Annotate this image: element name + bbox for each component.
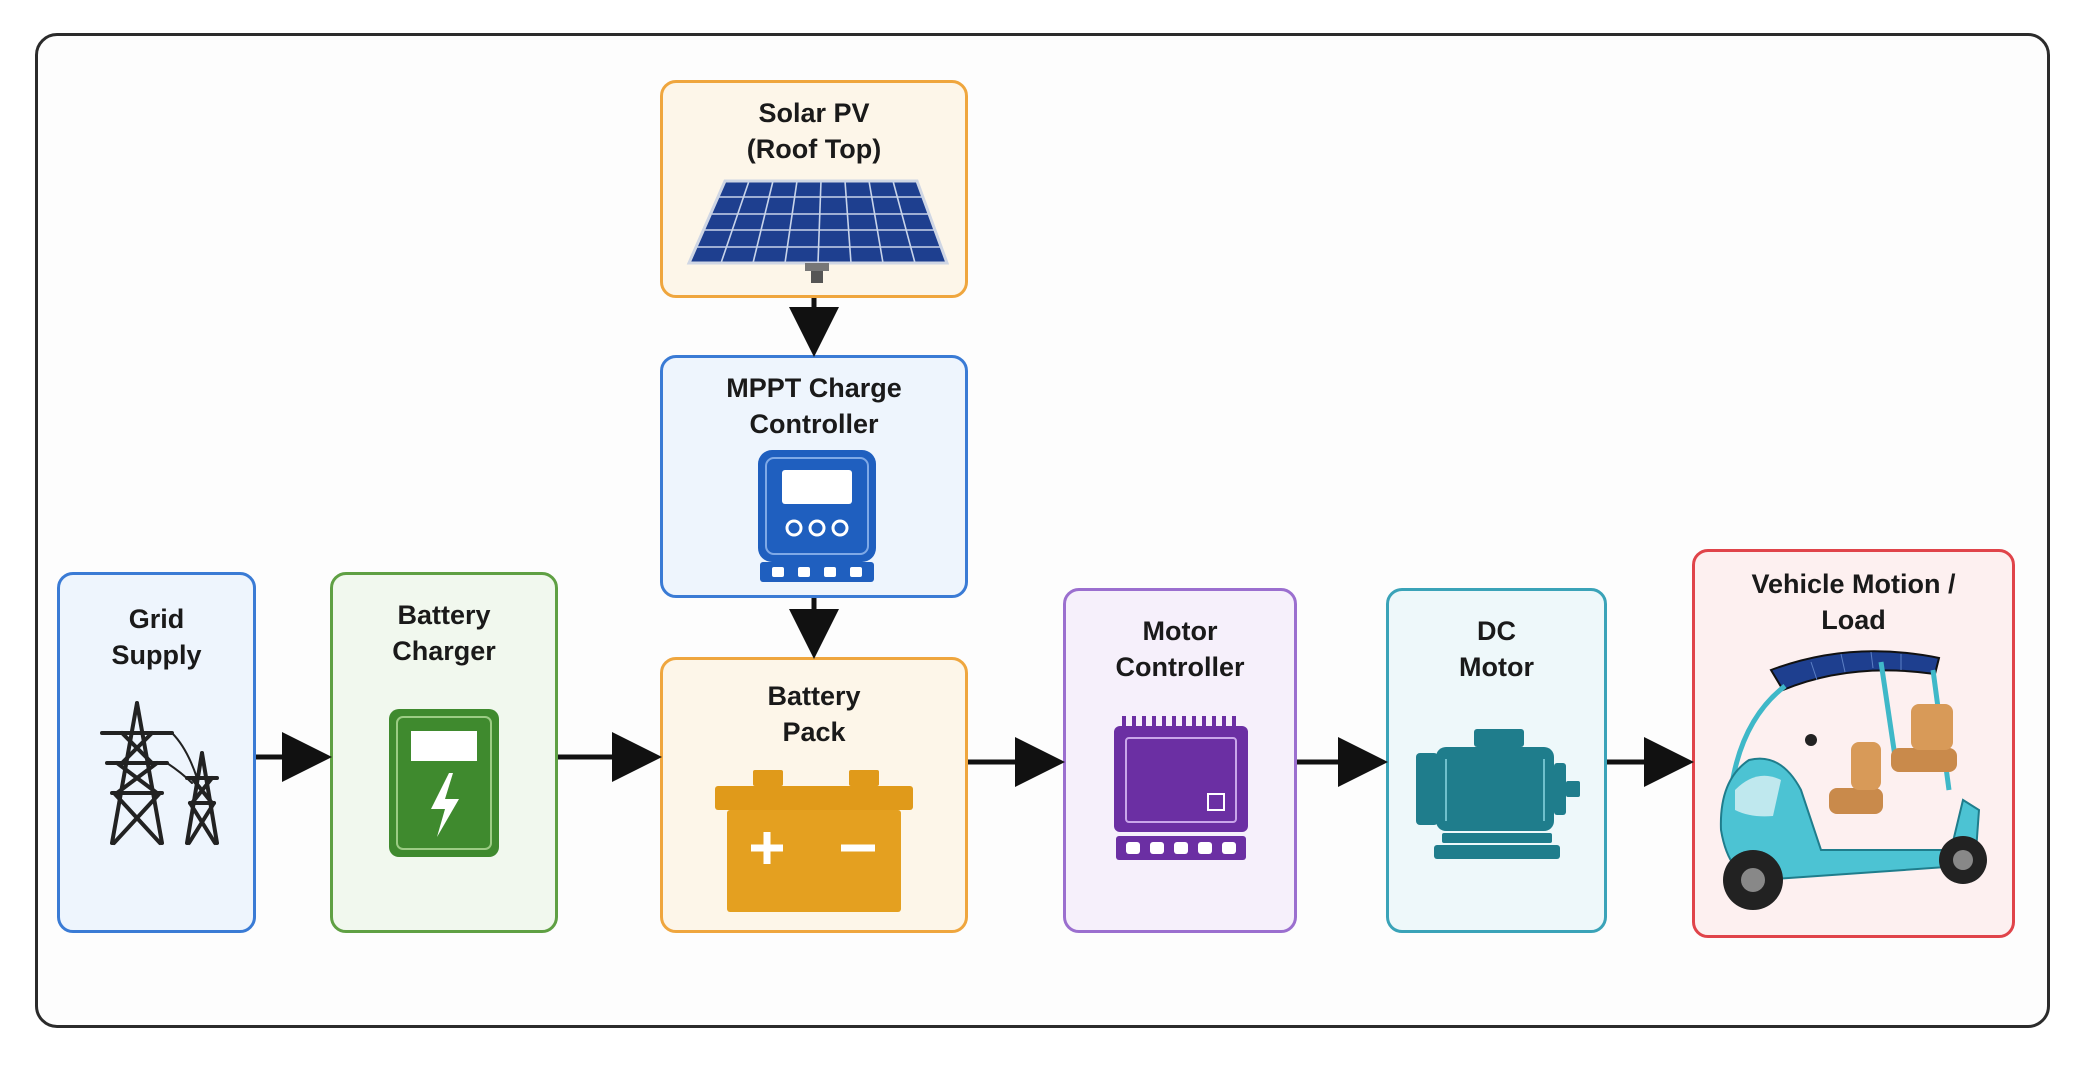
charging-station-icon bbox=[389, 709, 499, 857]
dc-motor-block: DC Motor bbox=[1386, 588, 1607, 933]
dc-motor-label: DC Motor bbox=[1459, 616, 1534, 682]
grid-supply-label: Grid Supply bbox=[111, 604, 202, 670]
electric-rickshaw-icon bbox=[1719, 650, 1987, 910]
battery-charger-label: Battery Charger bbox=[392, 600, 496, 666]
vehicle-load-label: Vehicle Motion / Load bbox=[1751, 569, 1956, 635]
battery-pack-label: Battery Pack bbox=[767, 681, 861, 747]
solar-pv-label: Solar PV (Roof Top) bbox=[746, 98, 882, 164]
mppt-controller-label: MPPT Charge Controller bbox=[726, 373, 902, 439]
solar-panel-icon bbox=[686, 179, 949, 283]
transmission-tower-icon bbox=[100, 701, 219, 845]
motor-controller-label: Motor Controller bbox=[1115, 616, 1245, 682]
battery-pack-block: Battery Pack bbox=[660, 657, 968, 933]
grid-supply-block: Grid Supply bbox=[57, 572, 256, 933]
vehicle-load-block: Vehicle Motion / Load bbox=[1692, 549, 2015, 938]
microchip-icon bbox=[1114, 716, 1248, 860]
solar-pv-block: Solar PV (Roof Top) bbox=[660, 80, 968, 298]
motor-controller-block: Motor Controller bbox=[1063, 588, 1297, 933]
car-battery-icon bbox=[715, 770, 913, 912]
charge-controller-icon bbox=[758, 450, 876, 582]
mppt-controller-block: MPPT Charge Controller bbox=[660, 355, 968, 598]
electric-motor-icon bbox=[1416, 729, 1580, 859]
battery-charger-block: Battery Charger bbox=[330, 572, 558, 933]
